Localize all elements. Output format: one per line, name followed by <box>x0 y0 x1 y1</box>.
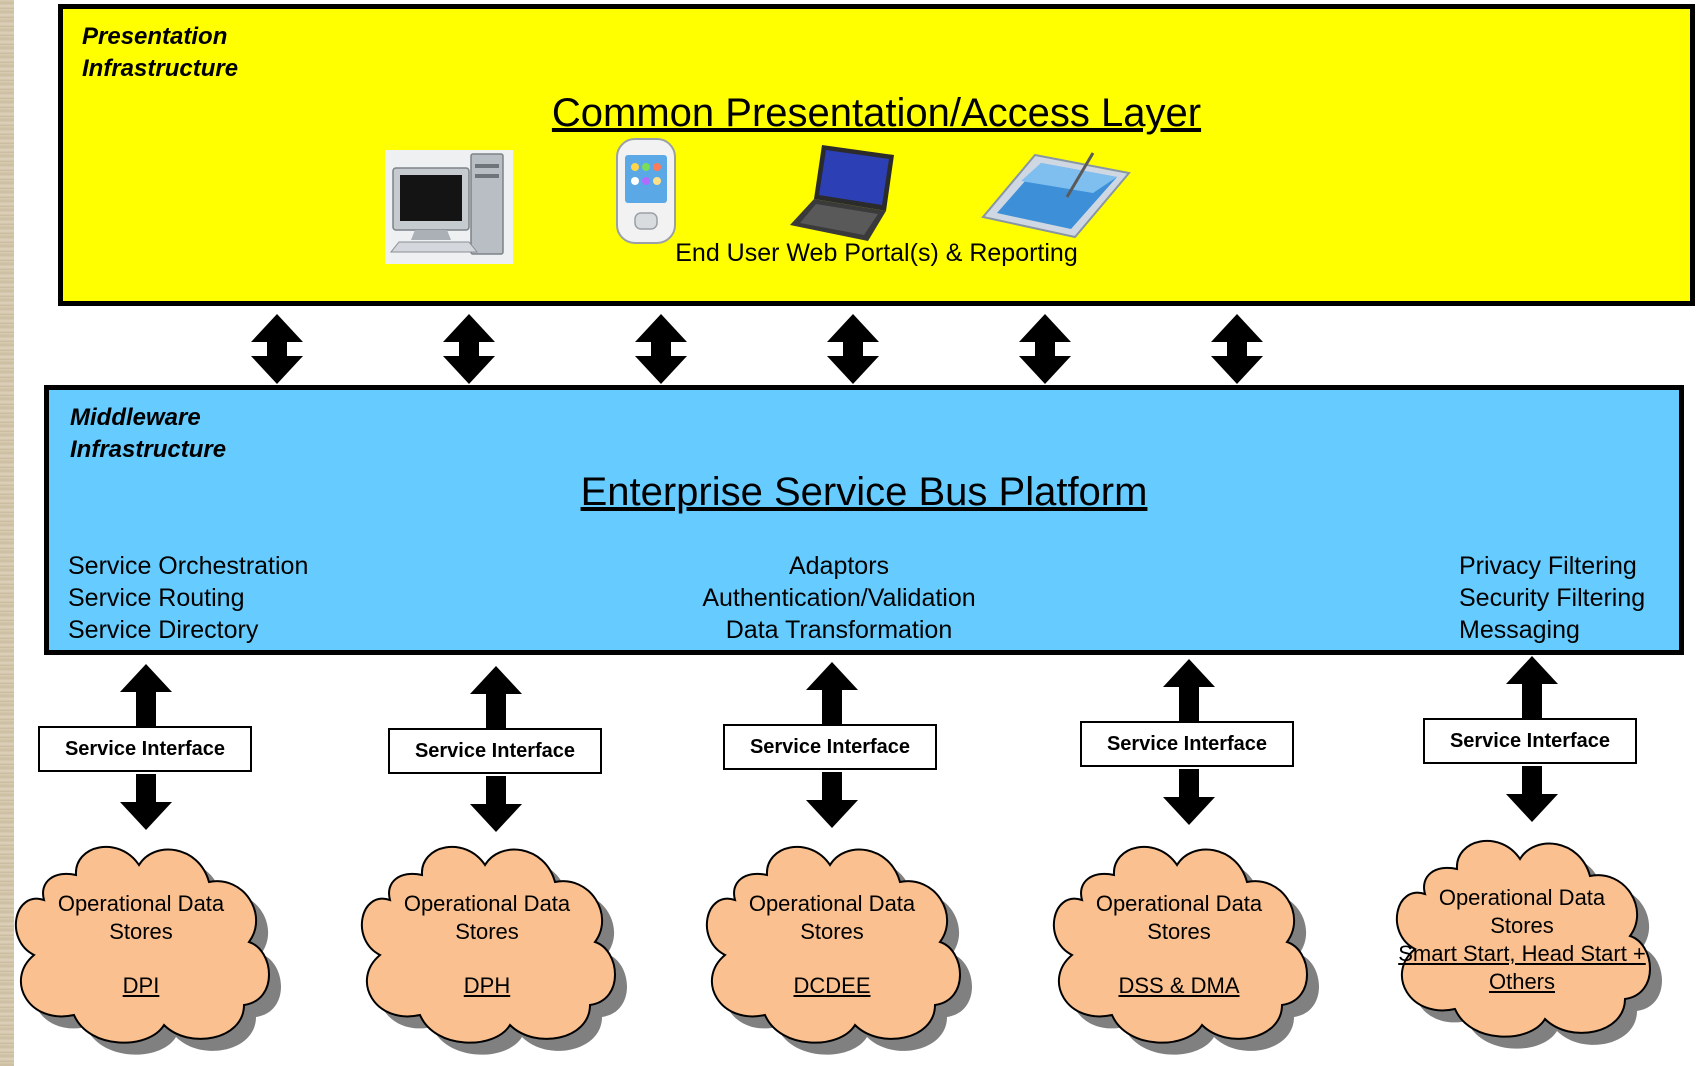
service-interface-box-3: Service Interface <box>723 724 937 770</box>
cloud-text-dcdee: Operational Data Stores DCDEE <box>717 890 947 1000</box>
feature-service-directory: Service Directory <box>68 616 259 644</box>
feature-security-filtering: Security Filtering <box>1459 584 1646 612</box>
middleware-center-features: Adaptors Authentication/Validation Data … <box>689 550 989 646</box>
presentation-infra-label: Presentation Infrastructure <box>82 23 239 82</box>
feature-adaptors: Adaptors <box>788 552 890 580</box>
cloud-shape <box>15 846 281 1055</box>
data-store-name-dss-dma: DSS & DMA <box>1118 973 1240 998</box>
updown-arrow-3 <box>635 314 687 384</box>
data-store-name-dcdee: DCDEE <box>793 973 871 998</box>
feature-privacy-filtering: Privacy Filtering <box>1459 552 1637 580</box>
cloud-text-smart-start: Operational Data Stores Smart Start, Hea… <box>1398 885 1646 994</box>
data-store-cloud-dph: Operational Data Stores DPH <box>350 820 640 1060</box>
desktop-computer-icon <box>385 150 513 264</box>
up-arrow-interface-4 <box>1163 659 1215 721</box>
updown-arrow-4 <box>827 314 879 384</box>
service-interface-box-1: Service Interface <box>38 726 252 772</box>
updown-arrow-2 <box>443 314 495 384</box>
up-arrow-interface-5 <box>1506 656 1558 718</box>
presentation-caption: End User Web Portal(s) & Reporting <box>675 239 1078 267</box>
feature-messaging: Messaging <box>1459 616 1580 644</box>
service-interface-box-2: Service Interface <box>388 728 602 774</box>
middleware-layer: Middleware Infrastructure Enterprise Ser… <box>44 385 1684 655</box>
service-interface-box-4: Service Interface <box>1080 721 1294 767</box>
data-store-name-smart-start: Smart Start, Head Start + Others <box>1398 941 1646 994</box>
data-store-name-dpi: DPI <box>122 973 160 998</box>
slide-edge-strip <box>0 0 14 1066</box>
mobile-phone-icon <box>616 138 676 244</box>
cloud-shape <box>361 846 627 1055</box>
data-store-cloud-dcdee: Operational Data Stores DCDEE <box>695 820 985 1060</box>
service-interface-box-5: Service Interface <box>1423 718 1637 764</box>
down-arrow-interface-4 <box>1163 769 1215 825</box>
up-arrow-interface-3 <box>806 662 858 724</box>
data-store-cloud-dpi: Operational Data Stores DPI <box>4 820 294 1060</box>
cloud-text-dss-dma: Operational Data Stores DSS & DMA <box>1064 890 1294 1000</box>
cloud-shape <box>706 846 972 1055</box>
presentation-layer: Presentation Infrastructure Common Prese… <box>58 4 1695 306</box>
feature-service-orchestration: Service Orchestration <box>68 552 309 580</box>
updown-arrow-6 <box>1211 314 1263 384</box>
data-store-cloud-smart-start: Operational Data Stores Smart Start, Hea… <box>1385 814 1675 1054</box>
presentation-title: Common Presentation/Access Layer <box>551 91 1202 135</box>
middleware-title: Enterprise Service Bus Platform <box>580 470 1148 514</box>
cloud-text-dph: Operational Data Stores DPH <box>372 890 602 1000</box>
feature-authentication-validation: Authentication/Validation <box>702 584 976 612</box>
up-arrow-interface-1 <box>120 664 172 726</box>
updown-arrow-1 <box>251 314 303 384</box>
up-arrow-interface-2 <box>470 666 522 728</box>
feature-service-routing: Service Routing <box>68 584 245 612</box>
middleware-right-features: Privacy Filtering Security Filtering Mes… <box>1459 550 1645 646</box>
middleware-left-features: Service Orchestration Service Routing Se… <box>68 550 308 646</box>
data-store-cloud-dss-dma: Operational Data Stores DSS & DMA <box>1042 820 1332 1060</box>
data-store-name-dph: DPH <box>463 973 511 998</box>
cloud-text-dpi: Operational Data Stores DPI <box>26 890 256 1000</box>
middleware-infra-label: Middleware Infrastructure <box>70 404 227 463</box>
updown-arrow-5 <box>1019 314 1071 384</box>
cloud-shape <box>1053 846 1319 1055</box>
feature-data-transformation: Data Transformation <box>725 616 953 644</box>
tablet-icon <box>981 152 1131 239</box>
laptop-icon <box>790 145 894 241</box>
cloud-shape <box>1396 840 1662 1049</box>
